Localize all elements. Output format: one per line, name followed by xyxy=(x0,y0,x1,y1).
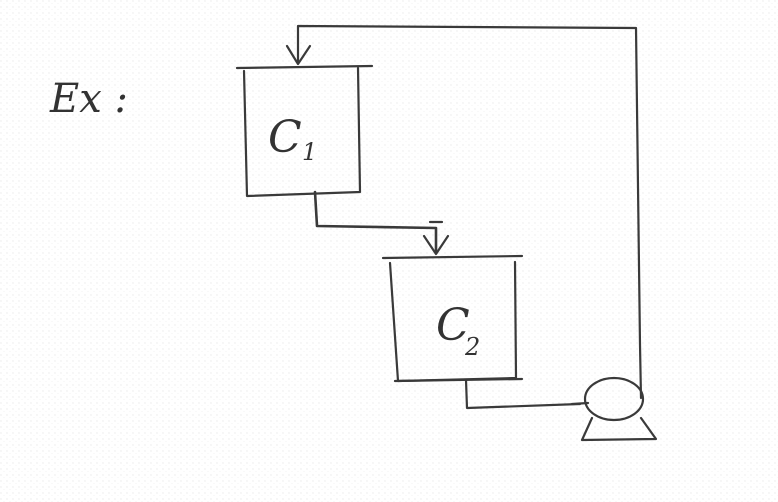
component-c2: C 2 xyxy=(381,254,524,383)
c1-subscript: 1 xyxy=(302,138,317,166)
component-c1: C 1 xyxy=(235,64,374,198)
recycle-line xyxy=(296,24,643,400)
pump-body xyxy=(583,376,645,422)
c1-box xyxy=(242,66,362,198)
c1-to-c2-arrowhead xyxy=(422,234,450,256)
example-label: Ex : xyxy=(49,76,128,122)
c2-name: C xyxy=(436,300,470,351)
c2-bottom-line xyxy=(393,377,524,383)
pump-inlet xyxy=(570,401,590,406)
recycle-arrowhead xyxy=(285,44,312,66)
c1-name: C xyxy=(268,112,302,163)
c1-top-line xyxy=(235,64,374,70)
c2-to-pump-line xyxy=(464,378,582,410)
c1-to-c2-line xyxy=(313,190,438,254)
pump-icon xyxy=(570,376,658,442)
c2-top-line xyxy=(381,254,524,260)
pump-stand xyxy=(580,416,658,442)
c2-subscript: 2 xyxy=(464,333,480,361)
